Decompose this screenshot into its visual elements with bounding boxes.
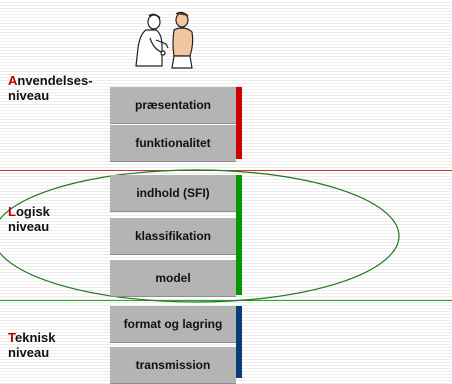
logical-label-line2: niveau: [8, 219, 50, 234]
application-initial: A: [8, 73, 18, 88]
box-classification: klassifikation: [110, 218, 236, 255]
box-format: format og lagring: [110, 306, 236, 343]
separator-line-bottom: [0, 300, 452, 301]
logical-label-rest: ogisk: [15, 204, 50, 219]
logical-level-label: Logisk niveau: [8, 204, 50, 234]
technical-initial: T: [8, 330, 15, 345]
box-model: model: [110, 260, 236, 297]
technical-level-label: Teknisk niveau: [8, 330, 55, 360]
box-functionality: funktionalitet: [110, 125, 236, 162]
technical-label-line2: niveau: [8, 345, 50, 360]
logical-initial: L: [8, 204, 16, 219]
technical-label-rest: eknisk: [14, 330, 56, 345]
logical-level-bar: [236, 175, 242, 295]
box-transmission: transmission: [110, 347, 236, 384]
doctor-patient-icon: [135, 11, 194, 69]
box-content: indhold (SFI): [110, 175, 236, 212]
application-level-bar: [236, 87, 242, 159]
technical-level-bar: [236, 306, 242, 378]
box-presentation: præsentation: [110, 87, 236, 124]
application-level-label: Anvendelses- niveau: [8, 73, 93, 103]
application-label-rest: nvendelses-: [17, 73, 93, 88]
application-label-line2: niveau: [8, 88, 50, 103]
